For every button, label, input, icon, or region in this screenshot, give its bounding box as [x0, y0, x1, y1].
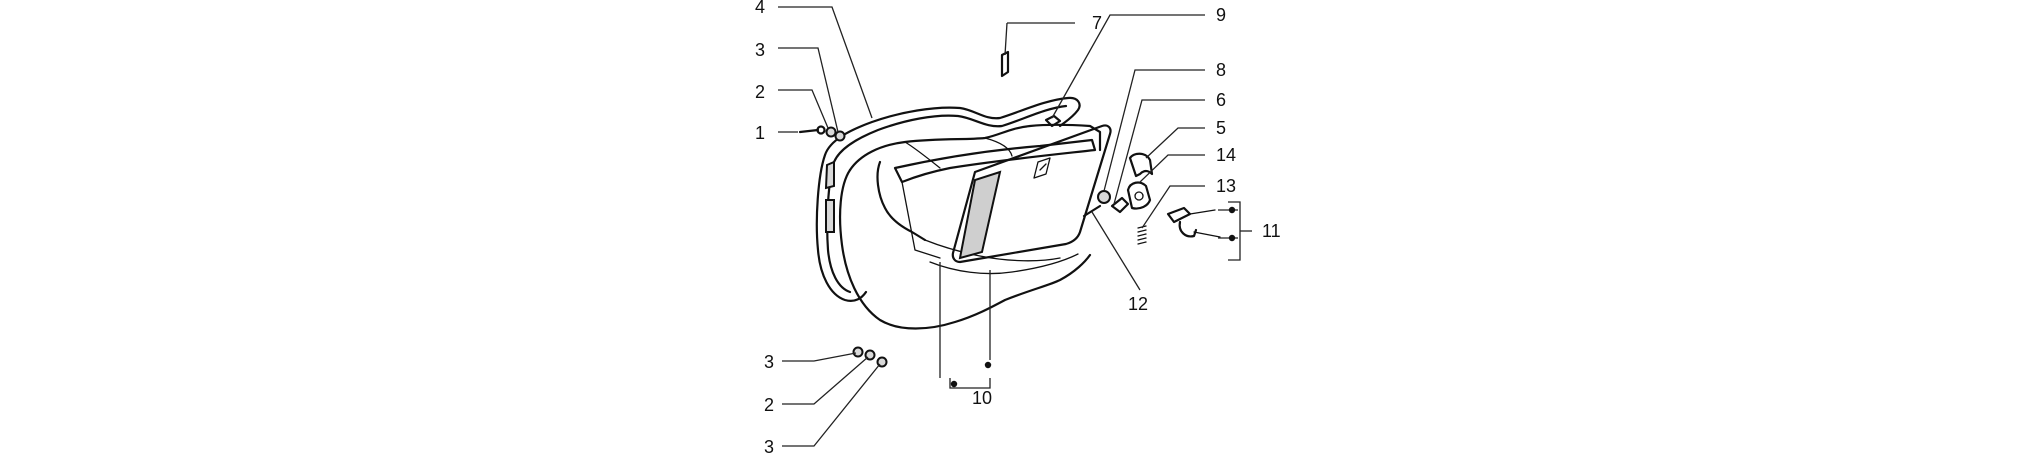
callout-14: 14	[1216, 145, 1236, 165]
fastener-set-upper-left	[798, 125, 846, 142]
fastener-set-lower	[852, 346, 888, 368]
callout-3-lower-b: 3	[764, 437, 774, 455]
glove-box-shell	[838, 123, 1102, 330]
callout-labels: 4 3 2 1 7 9 8 6 5 14 13 11 12 10 3 2 3	[755, 0, 1281, 455]
callout-9: 9	[1216, 5, 1226, 25]
lock-cylinder-with-key	[1166, 206, 1221, 238]
callout-3-upper: 3	[755, 40, 765, 60]
callout-1: 1	[755, 123, 765, 143]
bracket-dots	[950, 206, 1236, 388]
callout-8: 8	[1216, 60, 1226, 80]
rubber-pad	[1044, 114, 1062, 128]
callout-7: 7	[1092, 13, 1102, 33]
callout-11: 11	[1262, 221, 1281, 241]
callout-2-lower: 2	[764, 395, 774, 415]
gasket-seal	[815, 96, 1081, 302]
callout-13: 13	[1216, 176, 1236, 196]
opening-frame	[893, 138, 1097, 259]
spring	[1137, 225, 1147, 245]
callout-3-lower-a: 3	[764, 352, 774, 372]
glove-box-lid	[951, 124, 1112, 264]
callout-2-upper: 2	[755, 82, 765, 102]
callout-10: 10	[972, 388, 992, 408]
callout-4: 4	[755, 0, 765, 17]
leader-lines	[778, 6, 1252, 447]
glove-box-assembly	[798, 50, 1221, 368]
lock-mechanism	[1097, 152, 1154, 214]
callout-6: 6	[1216, 90, 1226, 110]
hinge-pin	[1082, 204, 1102, 218]
callout-12: 12	[1128, 294, 1148, 314]
lid-stop-clip	[1000, 50, 1010, 78]
callout-5: 5	[1216, 118, 1226, 138]
